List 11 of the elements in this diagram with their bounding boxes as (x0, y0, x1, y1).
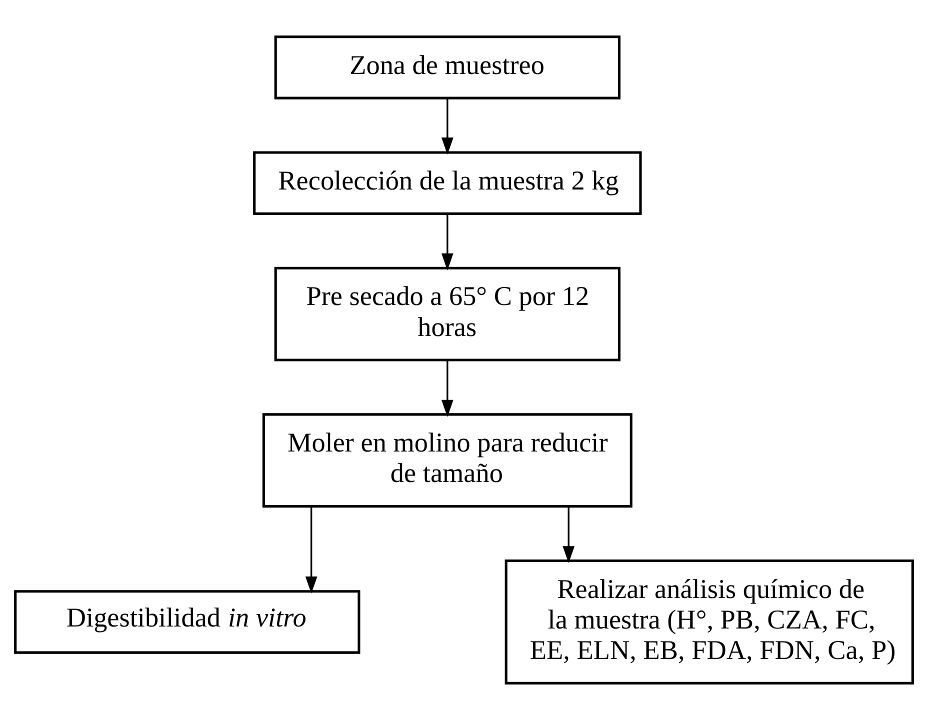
node-box: Digestibilidad in vitro (14, 590, 360, 654)
arrow (441, 214, 454, 270)
node-box: Recolección de la muestra 2 kg (253, 151, 642, 215)
node-box: Zona de muestreo (274, 36, 620, 100)
arrow (305, 506, 318, 594)
node-box: Realizar análisis químico de la muestra (H°, PB, CZA, FC, EE, ELN, EB, FDA, FDN, Ca, P) (504, 559, 914, 684)
arrow (441, 360, 454, 417)
arrow (562, 506, 575, 564)
arrow (441, 98, 454, 155)
node-box: Pre secado a 65° C por 12 horas (274, 266, 620, 362)
node-box: Moler en molino para reducir de tamaño (262, 413, 632, 508)
